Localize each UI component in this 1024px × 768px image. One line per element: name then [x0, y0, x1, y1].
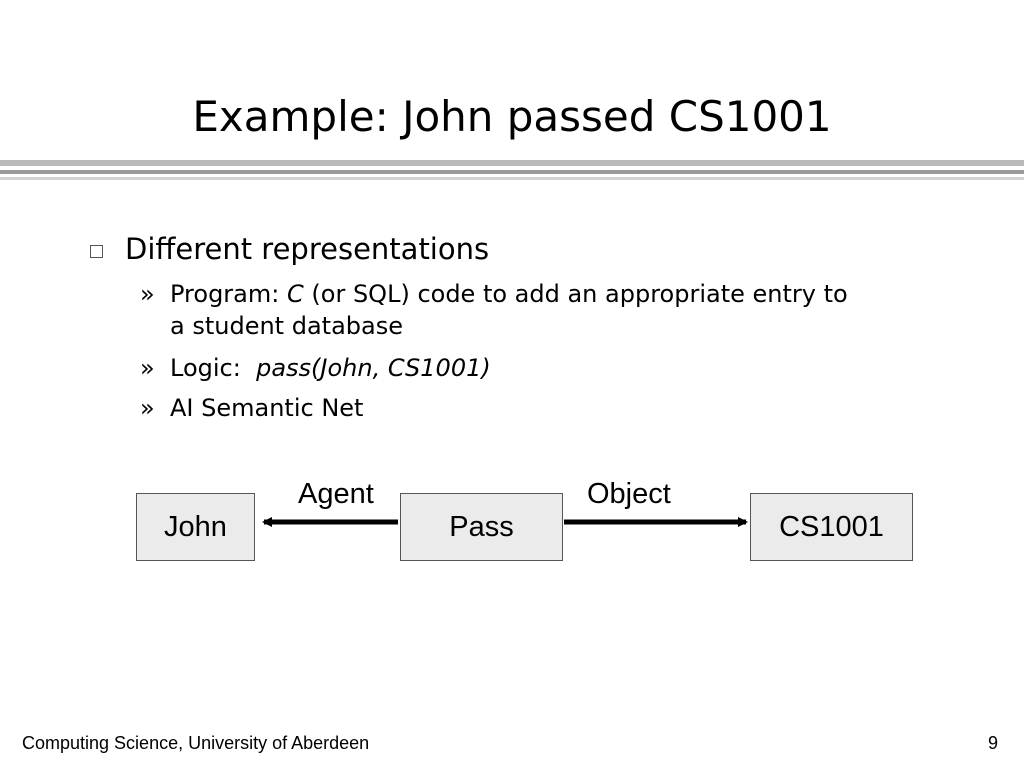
- edge-label-agent: Agent: [298, 478, 374, 510]
- slide-title: Example: John passed CS1001: [192, 92, 832, 141]
- edge-label-object: Object: [587, 478, 671, 510]
- program-language: C: [287, 280, 304, 308]
- bullet-text: Different representations: [125, 232, 490, 266]
- title-rule-bottom: [0, 177, 1024, 180]
- logic-expression: pass(John, CS1001): [256, 354, 491, 382]
- page-number: 9: [988, 733, 999, 753]
- program-text: (or SQL) code to add an appropriate entr…: [311, 280, 848, 308]
- footer-institution: Computing Science, University of Aberdee…: [22, 733, 370, 753]
- bullet-level1: Different representations: [90, 232, 489, 266]
- program-label: Program:: [170, 280, 280, 308]
- node-cs1001: CS1001: [750, 493, 913, 561]
- semantic-net-text: AI Semantic Net: [170, 394, 364, 422]
- title-rule-middle: [0, 170, 1024, 174]
- logic-label: Logic:: [170, 354, 241, 382]
- sub-bullet-marker: »: [140, 394, 155, 422]
- square-bullet-icon: [90, 244, 103, 258]
- title-rule-top: [0, 160, 1024, 166]
- sub-bullet-semantic-net: » AI Semantic Net: [140, 392, 363, 424]
- sub-bullet-program: » Program: C (or SQL) code to add an appr…: [140, 278, 848, 342]
- sub-bullet-logic: » Logic: pass(John, CS1001): [140, 352, 491, 384]
- node-pass: Pass: [400, 493, 563, 561]
- sub-bullet-marker: »: [140, 354, 155, 382]
- node-john: John: [136, 493, 255, 561]
- program-text-continued: a student database: [170, 312, 403, 340]
- sub-bullet-marker: »: [140, 280, 155, 308]
